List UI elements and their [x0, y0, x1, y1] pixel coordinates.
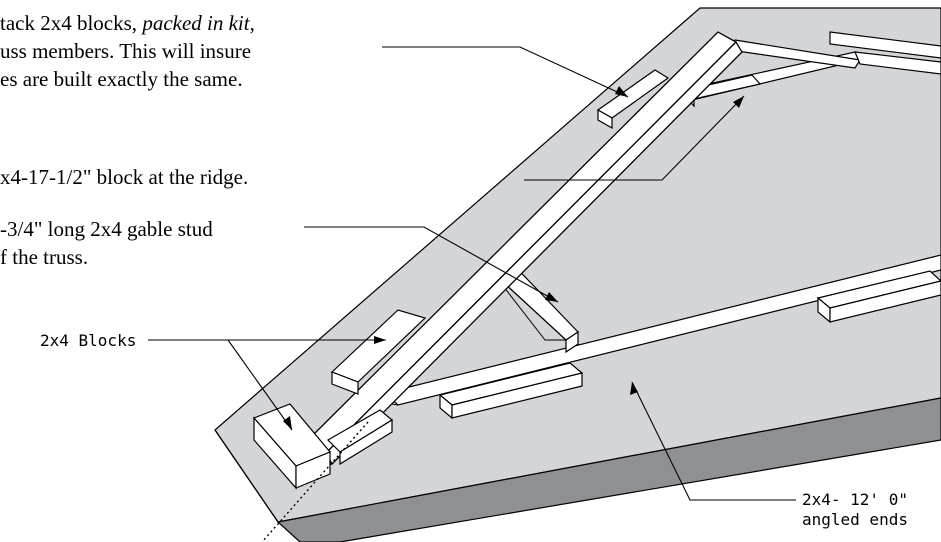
leader-blocks-b: [227, 339, 293, 431]
arrowhead-blocks-a: [374, 336, 386, 344]
reference-dotted-line: [261, 421, 369, 542]
work-surface-edge: [276, 397, 941, 542]
leader-note3: [304, 226, 559, 303]
block-middle-left: [330, 309, 427, 395]
block-top-left: [596, 69, 670, 130]
label-bottom-chord-line2: angled ends: [802, 510, 908, 529]
arrowheads: [283, 86, 744, 430]
block-heel: [252, 403, 394, 490]
note-kit-blocks-line3: es are built exactly the same.: [0, 67, 243, 91]
note-kit-blocks-line2: uss members. This will insure: [0, 39, 252, 63]
arrowhead-note2: [733, 96, 744, 108]
note-kit-blocks-emphasis: packed in kit: [142, 11, 250, 35]
label-2x4-blocks: 2x4 Blocks: [40, 331, 137, 350]
arrowhead-note3: [545, 292, 558, 302]
note-kit-blocks-line1: tack 2x4 blocks, packed in kit,: [0, 12, 255, 34]
leader-bottom-chord: [631, 381, 796, 501]
arrowhead-bottom-chord: [630, 382, 638, 395]
leader-note2: [524, 95, 745, 181]
work-surface-corner-line: [214, 429, 279, 523]
note-kit-blocks-text-a: tack 2x4 blocks,: [0, 11, 143, 35]
block-under-chord-1: [438, 362, 584, 420]
leader-note1: [382, 46, 629, 98]
label-bottom-chord-line1: 2x4- 12' 0": [802, 490, 908, 509]
arrowhead-blocks-b: [283, 416, 292, 430]
note-gable-stud-line1: -3/4" long 2x4 gable stud: [0, 217, 213, 241]
note-ridge-block: x4-17-1/2" block at the ridge.: [0, 165, 249, 189]
leader-lines: [148, 46, 796, 501]
note-kit-blocks-text-c: ,: [249, 11, 255, 35]
note-gable-stud-line2: f the truss.: [0, 245, 89, 269]
arrowhead-note1: [615, 86, 628, 97]
block-under-chord-2: [816, 270, 941, 324]
